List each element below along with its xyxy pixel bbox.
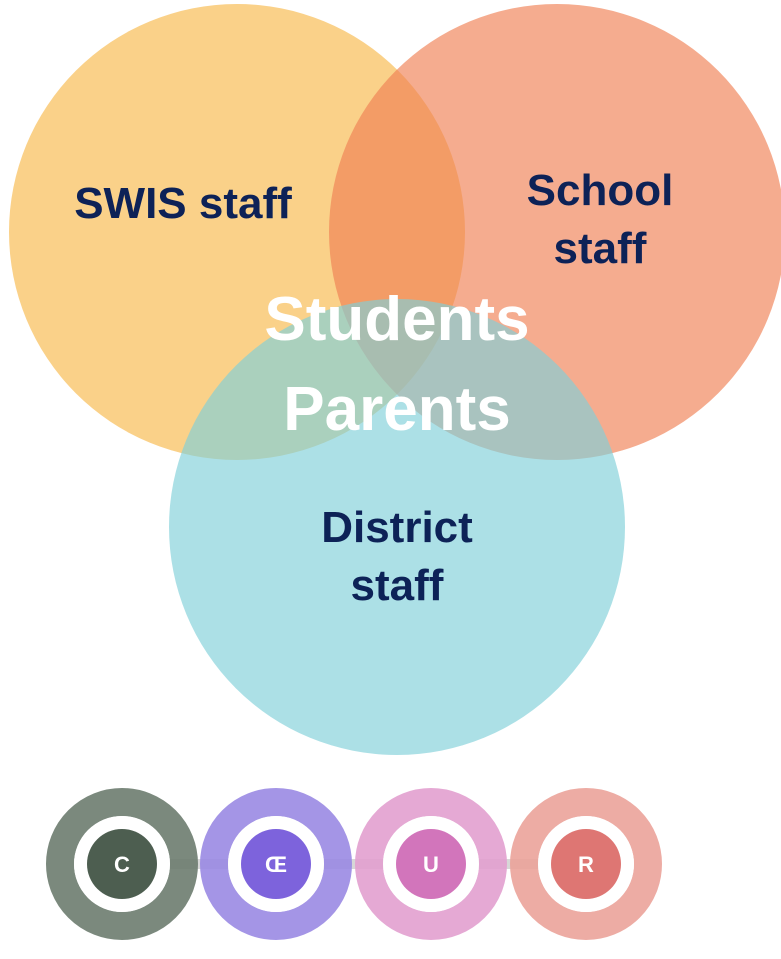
school-label-line: staff: [554, 224, 647, 273]
center-label-students: Students: [264, 285, 529, 354]
logo-core-2: [241, 829, 311, 899]
logo-letter: C: [114, 852, 130, 877]
school-label: School staff: [527, 166, 674, 273]
swis-label: SWIS staff: [74, 179, 292, 228]
logo-letter: R: [578, 852, 594, 877]
logo-core-3: [396, 829, 466, 899]
logo-ring-3: [355, 788, 507, 940]
venn-circles: [9, 4, 781, 755]
school-label-line: School: [527, 166, 674, 215]
logo-letter: U: [423, 852, 439, 877]
district-label-line: staff: [351, 561, 444, 610]
logo-ring-4: [510, 788, 662, 940]
district-circle: [169, 299, 625, 755]
district-label-line: District: [321, 503, 473, 552]
logo-ring-1: [46, 788, 198, 940]
logo-core-4: [551, 829, 621, 899]
district-label: District staff: [321, 503, 473, 610]
center-label-parents: Parents: [283, 375, 510, 444]
logo-letter: Œ: [265, 852, 287, 877]
logo-ring-2: [200, 788, 352, 940]
logo-core-1: [87, 829, 157, 899]
swis-label-line: SWIS staff: [74, 179, 292, 228]
